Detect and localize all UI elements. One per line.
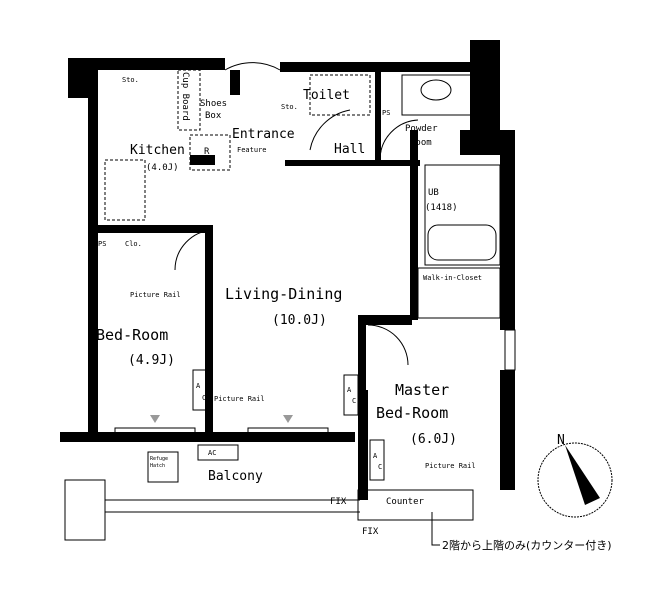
- master-bedroom-label-1: Master: [395, 381, 449, 399]
- counter-label: Counter: [386, 497, 425, 507]
- balcony-label: Balcony: [208, 469, 263, 484]
- picture-rail-bedroom: Picture Rail: [130, 291, 181, 299]
- powder-room-label-1: Powder: [405, 124, 438, 134]
- ac-balcony-label: AC: [208, 449, 216, 457]
- walk-in-closet-label: Walk-in-Closet: [423, 274, 482, 282]
- closet-label: Clo.: [125, 240, 142, 248]
- feature-label: Feature: [237, 146, 267, 154]
- fix-label-1: FIX: [330, 497, 347, 507]
- ac-living-a: A: [347, 386, 352, 394]
- refrigerator-label: R: [204, 147, 210, 157]
- ac-bedroom-a: A: [196, 382, 201, 390]
- fix-label-2: FIX: [362, 527, 379, 537]
- entrance-storage-label: Sto.: [281, 103, 298, 111]
- ps-top-label: PS: [382, 109, 390, 117]
- interior-lines: [64, 62, 516, 541]
- ub-size: (1418): [425, 203, 458, 213]
- ac-master-c: C: [378, 463, 382, 471]
- kitchen-size: (4.0J): [146, 163, 179, 173]
- shoes-box-label-2: Box: [205, 111, 222, 121]
- bedroom-label: Bed-Room: [96, 326, 168, 344]
- ps-left-label: PS: [98, 240, 106, 248]
- compass: N: [537, 433, 613, 518]
- picture-rail-master: Picture Rail: [425, 462, 476, 470]
- living-dining-size: (10.0J): [272, 313, 327, 328]
- master-bedroom-label-2: Bed-Room: [376, 404, 448, 422]
- hall-label: Hall: [334, 142, 365, 157]
- ac-bedroom-c: C: [202, 394, 206, 402]
- master-bedroom-size: (6.0J): [410, 432, 457, 447]
- walls: [60, 40, 515, 500]
- living-dining-label: Living-Dining: [225, 285, 342, 303]
- shoes-box-label-1: Shoes: [200, 99, 227, 109]
- north-arrow-icon: [565, 445, 600, 505]
- bedroom-size: (4.9J): [128, 353, 175, 368]
- counter-note: 2階から上階のみ(カウンター付き): [442, 538, 612, 552]
- cupboard-label: Cup Board: [180, 72, 190, 121]
- ac-master-a: A: [373, 452, 378, 460]
- ac-living-c: C: [352, 397, 356, 405]
- refuge-hatch-label-1: Refuge: [150, 456, 168, 462]
- toilet-label: Toilet: [303, 88, 350, 103]
- washer-label: M: [477, 122, 483, 132]
- compass-north-label: N: [557, 433, 565, 448]
- kitchen-label: Kitchen: [130, 143, 185, 158]
- entrance-label: Entrance: [232, 127, 295, 142]
- kitchen-storage-label: Sto.: [122, 76, 139, 84]
- powder-room-label-2: Room: [410, 138, 432, 148]
- refuge-hatch-label-2: Hatch: [150, 463, 165, 469]
- picture-rail-living: Picture Rail: [214, 395, 265, 403]
- ub-label: UB: [428, 188, 439, 198]
